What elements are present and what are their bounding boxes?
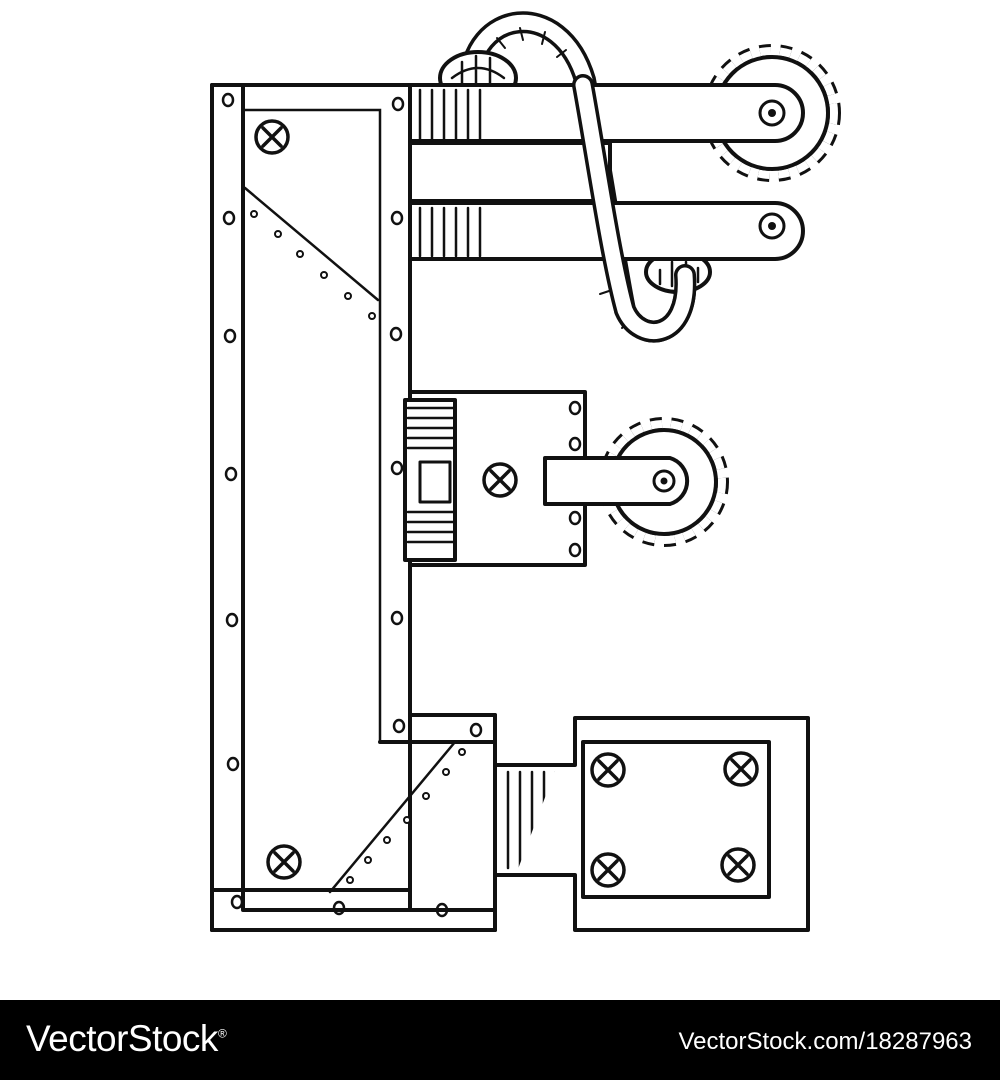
letter-e-artwork [210, 11, 841, 932]
brand-logo-text: VectorStock® [26, 1018, 227, 1059]
image-reference-text: VectorStock.com/18287963 [678, 1028, 972, 1055]
top-bar-lower [408, 141, 612, 203]
bottom-plate [581, 740, 771, 899]
watermark-footer: VectorStock® VectorStock.com/18287963 [0, 1000, 1000, 1080]
